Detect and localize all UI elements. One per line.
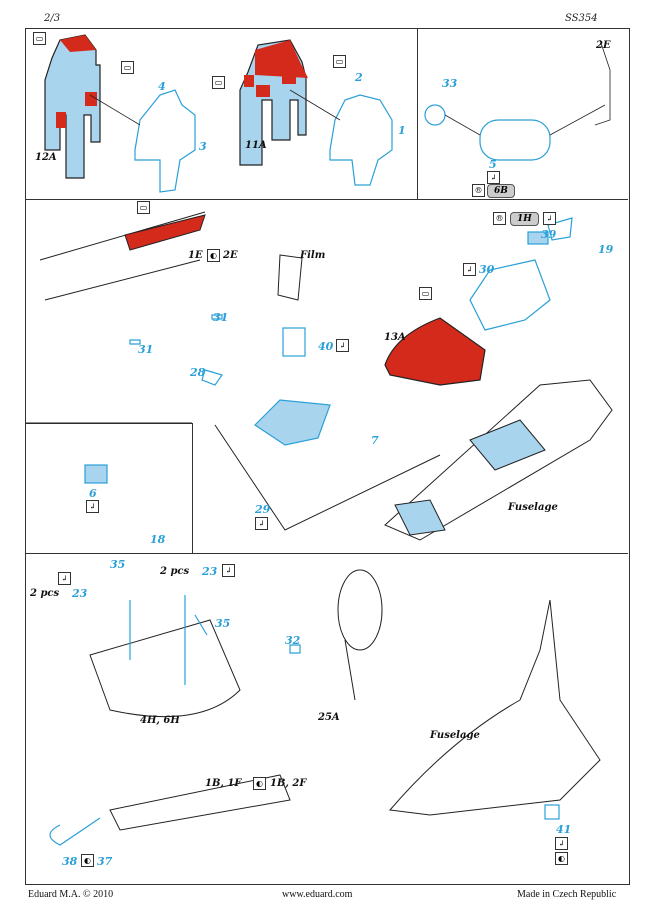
part-number: 18 [150, 533, 166, 546]
either-or-icon: ◐ [207, 249, 220, 262]
part-number: 41 [556, 823, 572, 836]
middle-bottom-divider [25, 553, 628, 554]
plastic-part-1H: 1H [510, 212, 539, 226]
page-number: 2/3 [44, 13, 61, 24]
part-label: 12A [35, 152, 57, 163]
part-label: 1E [188, 250, 203, 261]
top-vertical-divider [417, 28, 418, 199]
set-code: SS354 [565, 13, 598, 24]
paint-panel-icon: ▭ [212, 76, 225, 89]
bend-icon: ↲ [255, 517, 268, 530]
copyright: Eduard M.A. © 2010 [28, 889, 114, 900]
website-link[interactable]: www.eduard.com [282, 889, 353, 900]
fuselage-label: Fuselage [430, 730, 480, 741]
remove-icon: ® [472, 184, 485, 197]
part-label: 25A [318, 712, 340, 723]
part-number: 30 [479, 263, 495, 276]
bend-icon: ↲ [555, 837, 568, 850]
part-label: 13A [384, 332, 406, 343]
bend-icon: ↲ [487, 171, 500, 184]
etched-panels [134, 89, 551, 193]
part-number: 33 [442, 77, 458, 90]
bend-icon: ↲ [336, 339, 349, 352]
part-number: 31 [213, 311, 229, 324]
cockpit-parts [84, 217, 573, 484]
paint-panel-icon: ▭ [419, 287, 432, 300]
part-number: 35 [215, 617, 231, 630]
part-number: 39 [541, 228, 557, 241]
outer-frame [25, 28, 630, 885]
part-number: 3 [199, 140, 207, 153]
quantity-label: 2 pcs [160, 566, 190, 577]
leader-lines [89, 39, 611, 136]
part-number: 32 [285, 634, 301, 647]
part-number: 7 [371, 434, 379, 447]
part-label: 2E [223, 250, 238, 261]
paint-panel-icon: ▭ [137, 201, 150, 214]
gear-etch [49, 595, 560, 846]
part-number: 38 [62, 855, 78, 868]
canopy-13A [384, 317, 486, 386]
bend-icon: ↲ [463, 263, 476, 276]
part-number: 2 [355, 71, 363, 84]
part-number: 28 [190, 366, 206, 379]
part-number: 37 [97, 855, 113, 868]
quantity-label: 2 pcs [30, 588, 60, 599]
either-or-icon: ◐ [81, 854, 94, 867]
fuselage-label: Fuselage [508, 502, 558, 513]
origin-note: Made in Czech Republic [517, 889, 617, 900]
part-number: 23 [202, 565, 218, 578]
bend-icon: ↲ [86, 500, 99, 513]
paint-panel-icon: ▭ [333, 55, 346, 68]
plastic-part-6B: 6B [487, 184, 515, 198]
part-number: 35 [110, 558, 126, 571]
either-or-icon: ◐ [555, 852, 568, 865]
part-label: 1B, 1F [205, 778, 242, 789]
part-label: 4H, 6H [140, 715, 180, 726]
paint-panel-icon: ▭ [121, 61, 134, 74]
part-label: 11A [245, 140, 267, 151]
part-number: 23 [72, 587, 88, 600]
panel-11A [239, 39, 308, 166]
part-number: 40 [318, 340, 334, 353]
bend-icon: ↲ [543, 212, 556, 225]
wheel-bay-and-gear [89, 569, 601, 831]
panel-12A [44, 34, 101, 179]
part-number: 29 [255, 503, 271, 516]
paint-panel-icon: ▭ [33, 32, 46, 45]
part-number: 31 [138, 343, 154, 356]
part-number: 5 [489, 158, 497, 171]
part-label: 1B, 2F [270, 778, 307, 789]
fuselage-cockpit [26, 211, 613, 541]
remove-icon: ® [493, 212, 506, 225]
film-label: Film [300, 250, 326, 261]
part-number: 19 [598, 243, 614, 256]
part-number: 1 [398, 124, 406, 137]
part-number: 4 [158, 80, 166, 93]
bend-icon: ↲ [222, 564, 235, 577]
top-panel-divider [25, 199, 628, 200]
bend-icon: ↲ [58, 572, 71, 585]
part-label: 2E [596, 40, 611, 51]
either-or-icon: ◐ [253, 777, 266, 790]
part-number: 6 [89, 487, 97, 500]
